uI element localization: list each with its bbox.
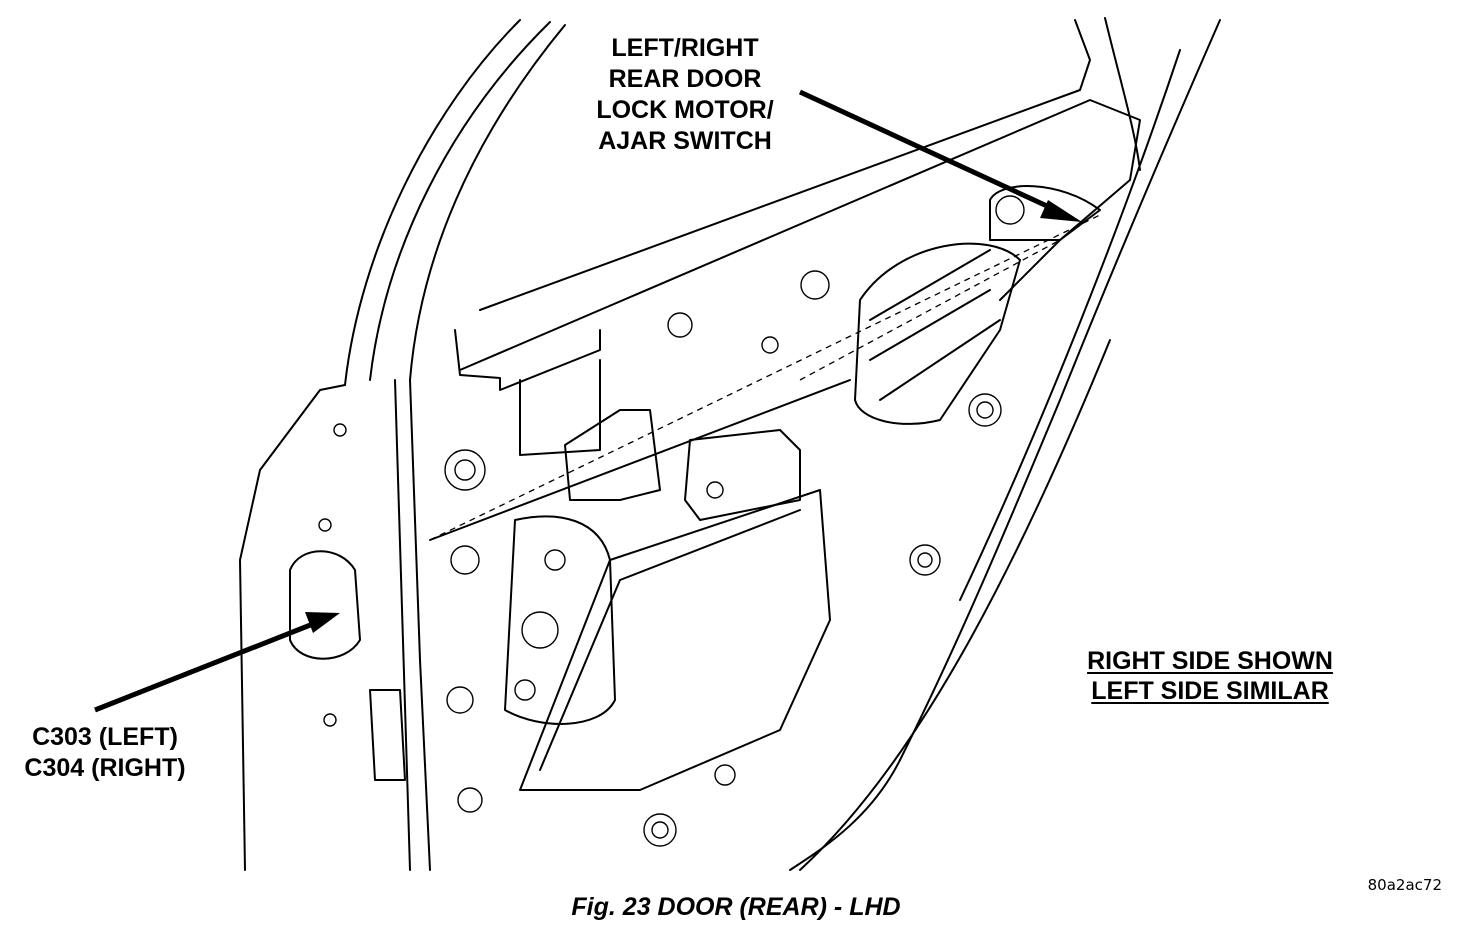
callout-arrows bbox=[94, 89, 1082, 713]
lock-motor-line-1: LEFT/RIGHT bbox=[611, 34, 759, 62]
connector-callout: C303 (LEFT) C304 (RIGHT) bbox=[10, 722, 200, 784]
side-note: RIGHT SIDE SHOWN LEFT SIDE SIMILAR bbox=[1060, 646, 1360, 706]
side-note-line-2: LEFT SIDE SIMILAR bbox=[1091, 677, 1329, 705]
reference-code: 80a2ac72 bbox=[1367, 876, 1442, 894]
lock-motor-arrowhead bbox=[1040, 200, 1082, 222]
lock-motor-line-3: LOCK MOTOR/ bbox=[596, 96, 774, 124]
door-cutouts bbox=[289, 185, 1101, 791]
connector-arrowhead bbox=[305, 612, 340, 633]
lock-motor-callout: LEFT/RIGHT REAR DOOR LOCK MOTOR/ AJAR SW… bbox=[570, 33, 800, 157]
lock-motor-line-4: AJAR SWITCH bbox=[598, 127, 772, 155]
door-frame bbox=[239, 17, 1221, 871]
connector-line-1: C303 (LEFT) bbox=[32, 723, 178, 751]
figure-caption: Fig. 23 DOOR (REAR) - LHD bbox=[571, 893, 901, 921]
connector-line-2: C304 (RIGHT) bbox=[24, 754, 186, 782]
lock-motor-line-2: REAR DOOR bbox=[608, 65, 762, 93]
mounting-holes bbox=[318, 195, 1025, 847]
side-note-line-1: RIGHT SIDE SHOWN bbox=[1087, 647, 1333, 675]
